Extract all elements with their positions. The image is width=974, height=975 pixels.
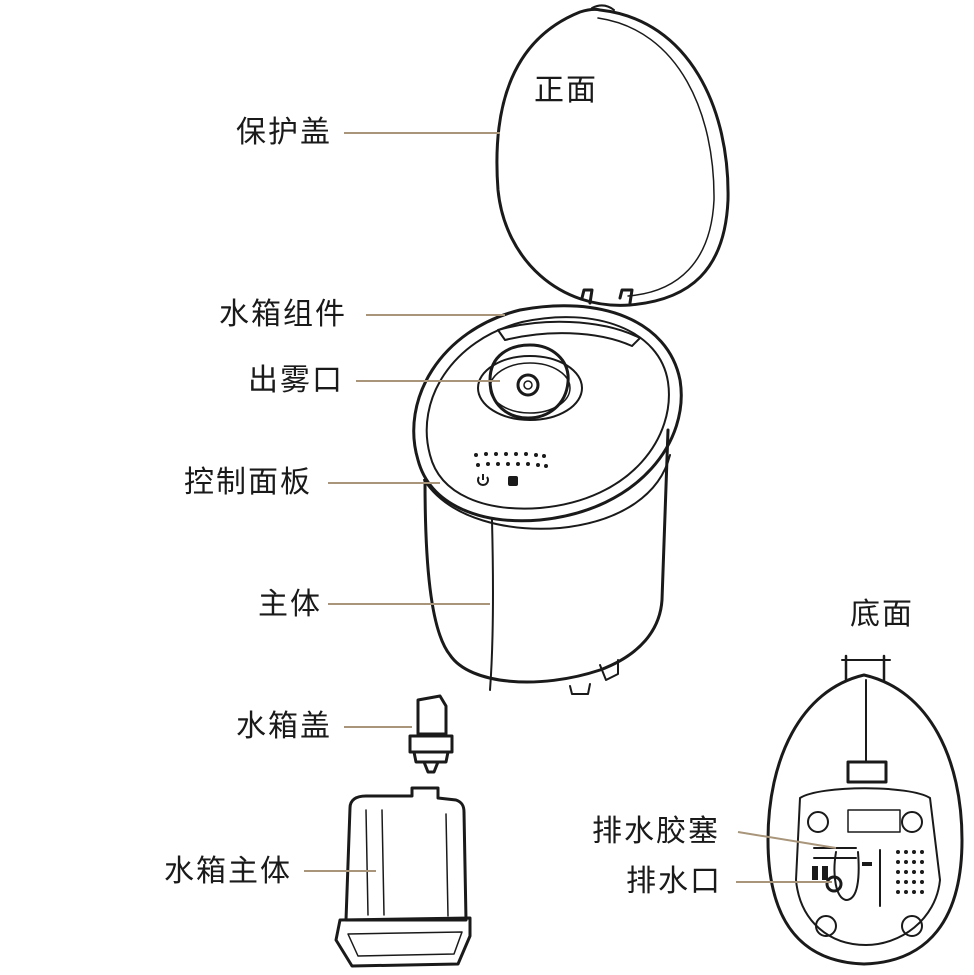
label-drain-port: 排水口 (626, 864, 722, 899)
tank-body-drawing (334, 786, 472, 968)
bottom-vent-grid (812, 850, 924, 894)
power-icon (477, 474, 489, 486)
label-tank-assembly: 水箱组件 (219, 297, 347, 332)
label-tank-cap: 水箱盖 (236, 709, 332, 744)
label-main-body: 主体 (258, 587, 322, 622)
label-mist-outlet: 出雾口 (248, 363, 344, 398)
bottom-view-heading: 底面 (850, 597, 914, 632)
front-view-heading: 正面 (534, 73, 598, 108)
main-body-drawing (423, 428, 670, 695)
mist-outlet-drawing (477, 343, 583, 421)
label-control-panel: 控制面板 (184, 465, 312, 500)
leader-lines (304, 132, 837, 883)
label-tank-body: 水箱主体 (164, 854, 292, 889)
bottom-view-drawing (766, 654, 964, 966)
tank-cap-drawing (408, 694, 454, 774)
protective-cover-drawing (495, 4, 730, 307)
label-protective-cover: 保护盖 (236, 115, 332, 150)
tank-assembly-drawing (412, 304, 683, 530)
label-drain-plug: 排水胶塞 (592, 814, 720, 849)
control-panel-dots (474, 452, 548, 486)
